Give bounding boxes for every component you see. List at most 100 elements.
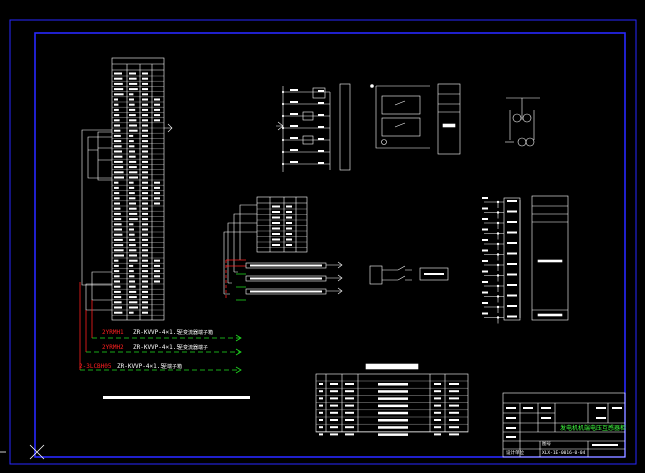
title-cell-text	[596, 417, 606, 419]
table-cell-text	[114, 186, 119, 189]
table-cell-text	[345, 411, 354, 414]
table-cell-text	[114, 254, 124, 257]
table-cell-text	[129, 249, 137, 252]
table-cell-text	[378, 383, 408, 386]
table-cell-text	[378, 426, 408, 429]
wire-label	[482, 228, 488, 231]
title-cell-text	[506, 407, 516, 409]
wire-label	[290, 113, 298, 115]
table-cell-text	[129, 207, 137, 210]
table-cell-text	[272, 227, 280, 230]
terminal-list-rows	[112, 72, 164, 316]
table-cell-text	[449, 419, 459, 421]
table-cell-text	[142, 207, 148, 210]
contact-label	[318, 162, 324, 164]
table-cell-text	[272, 233, 280, 235]
table-cell-text	[154, 103, 160, 106]
table-cell-text	[114, 82, 123, 85]
table-cell-text	[154, 202, 160, 205]
note-underline-bar	[103, 396, 250, 399]
mid-busbars	[225, 259, 343, 301]
table-cell-text	[272, 222, 280, 224]
table-cell-text	[114, 197, 120, 200]
cable-tag-2: 2YRMH2	[102, 344, 124, 351]
table-cell-text	[142, 192, 148, 195]
left-wiring	[81, 123, 173, 311]
junction-dot	[496, 284, 500, 288]
table-cell-text	[114, 150, 122, 153]
table-cell-text	[129, 103, 135, 106]
table-cell-text	[330, 411, 338, 414]
junction-dot	[281, 102, 285, 106]
terminal-label	[507, 231, 517, 234]
relay-contacts	[281, 89, 324, 166]
table-cell-text	[114, 114, 120, 117]
table-cell-text	[378, 433, 408, 436]
table-cell-text	[142, 290, 148, 293]
junction-dot	[281, 90, 285, 94]
table-cell-text	[142, 275, 148, 278]
junction-dot	[281, 138, 285, 142]
table-cell-text	[330, 433, 338, 436]
table-cell-text	[154, 181, 160, 184]
table-cell-text	[142, 285, 148, 288]
design-unit-label: 设计单位	[506, 449, 524, 456]
table-cell-text	[142, 82, 148, 85]
table-cell-text	[129, 259, 138, 262]
table-cell-text	[114, 296, 122, 299]
table-cell-text	[272, 216, 280, 219]
table-cell-text	[129, 296, 137, 299]
table-cell-text	[129, 202, 136, 205]
terminal-list-table	[111, 57, 165, 321]
wire-label	[290, 161, 298, 163]
table-cell-text	[114, 249, 124, 252]
terminal-label	[507, 294, 517, 297]
table-cell-text	[142, 270, 148, 273]
table-cell-text	[114, 134, 121, 137]
table-cell-text	[286, 244, 292, 246]
table-cell-text	[378, 411, 408, 415]
table-cell-text	[330, 397, 338, 400]
table-cell-text	[129, 218, 138, 221]
mid-wiring	[223, 204, 257, 295]
junction-dot	[496, 253, 500, 256]
table-cell-text	[114, 202, 120, 205]
terminal-label	[507, 210, 517, 213]
table-cell-text	[330, 390, 338, 393]
cable-suffix-2: 至变流器端子	[178, 344, 208, 351]
contact-label	[318, 114, 324, 116]
table-cell-text	[142, 108, 148, 111]
table-cell-text	[114, 306, 122, 309]
table-cell-text	[142, 77, 148, 80]
junction-dot	[281, 162, 285, 166]
table-cell-text	[142, 88, 148, 91]
table-cell-text	[345, 426, 354, 429]
table-cell-text	[114, 212, 121, 215]
wire-label	[482, 207, 488, 210]
terminal-label	[507, 284, 517, 286]
table-cell-text	[114, 129, 121, 132]
table-cell-text	[286, 211, 292, 213]
title-cell-text	[541, 417, 551, 419]
table-cell-text	[154, 270, 160, 273]
table-cell-text	[129, 181, 134, 184]
ucs-cursor-icon[interactable]	[0, 444, 45, 460]
cable-spec-1: ZR-KVVP-4×1.5	[133, 329, 180, 336]
title-cell-text	[612, 407, 622, 409]
table-cell-text	[330, 419, 338, 421]
drawing-no: XLX-1E-0016-0-04	[542, 450, 586, 456]
junction-dot	[496, 232, 500, 235]
table-cell-text	[129, 254, 137, 257]
table-cell-text	[142, 176, 148, 179]
table-cell-text	[129, 176, 138, 179]
table-cell-text	[449, 390, 459, 393]
junction-dot	[281, 150, 285, 154]
table-cell-text	[142, 166, 148, 169]
table-cell-text	[129, 129, 138, 132]
table-cell-text	[129, 197, 136, 200]
table-cell-text	[142, 181, 148, 184]
terminal-label	[507, 273, 517, 276]
table-cell-text	[449, 397, 459, 400]
table-cell-text	[129, 155, 136, 158]
